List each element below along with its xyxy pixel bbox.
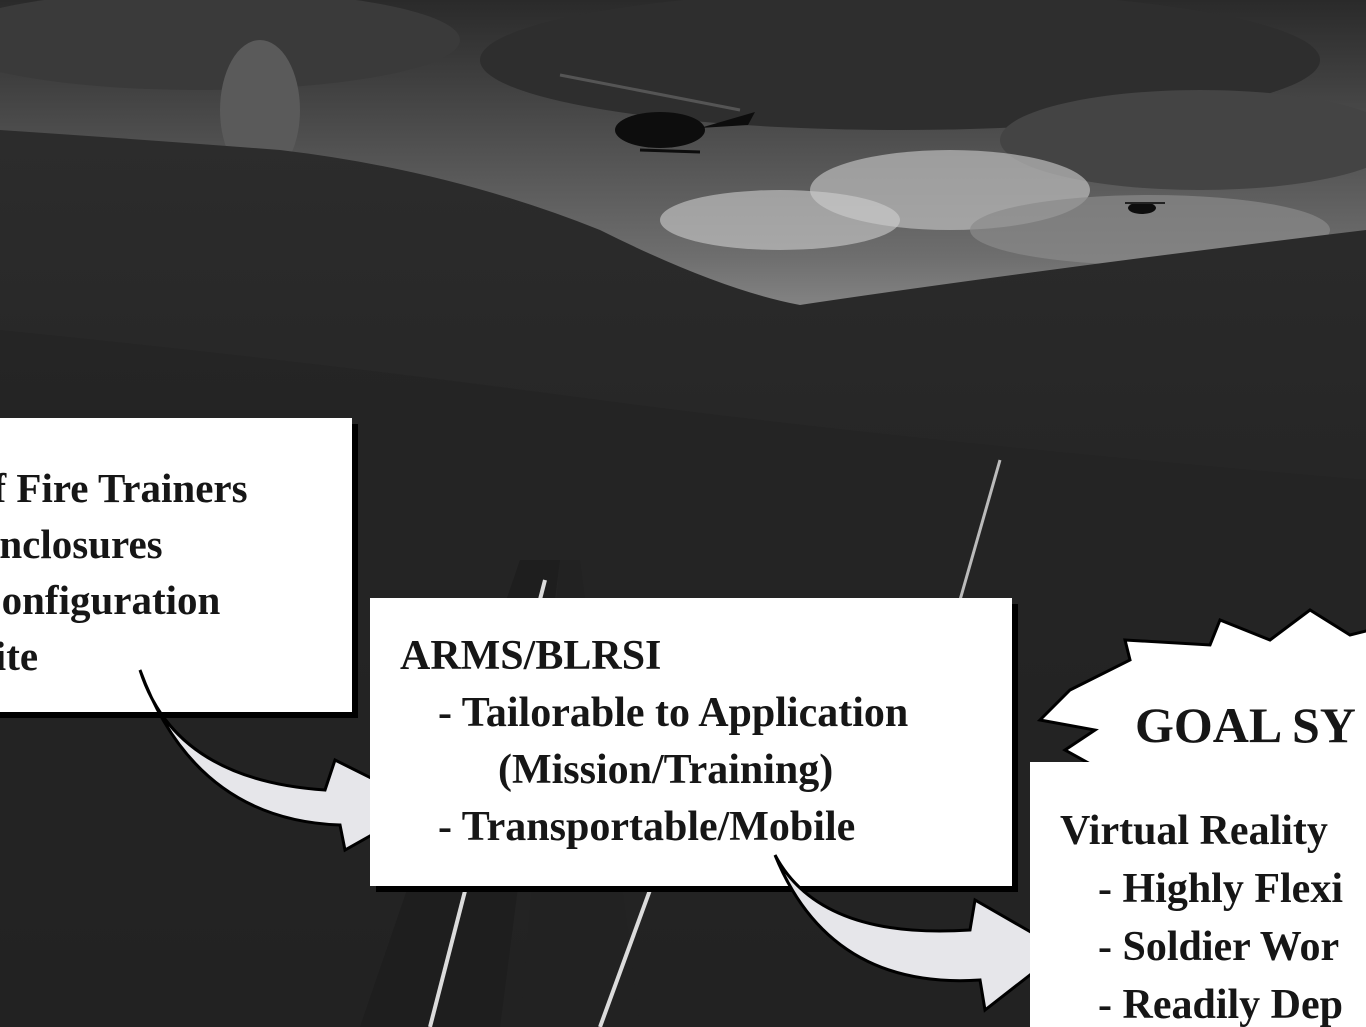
goal-burst-shape: [1036, 608, 1366, 777]
left-box-line-2: Enclosures: [0, 521, 163, 567]
right-box-item-1: - Highly Flexi: [1098, 866, 1343, 912]
left-text-box: of Fire Trainers Enclosures Configuratio…: [0, 418, 352, 712]
helicopter-icon: [559, 73, 755, 154]
left-box-line-1: of Fire Trainers: [0, 465, 248, 511]
right-box-item-2: - Soldier Wor: [1098, 924, 1340, 970]
left-box-line-3: Configuration: [0, 577, 221, 623]
helicopter-small-icon: [1125, 202, 1165, 214]
right-text-box: Virtual Reality - Highly Flexi - Soldier…: [1030, 762, 1366, 1027]
right-box-item-3: - Readily Dep: [1098, 982, 1343, 1027]
right-box-title: Virtual Reality: [1060, 808, 1328, 854]
middle-bullet-1: - Tailorable to Application: [438, 690, 909, 736]
arms-blrsi-title: ARMS/BLRSI: [400, 633, 662, 679]
middle-bullet-1-continued: (Mission/Training): [498, 747, 834, 793]
left-box-line-4: Site: [0, 633, 39, 679]
arrow-middle-to-right-icon: [773, 854, 1065, 1013]
goal-label: GOAL SY: [1135, 697, 1356, 753]
middle-bullet-2: - Transportable/Mobile: [438, 804, 856, 850]
middle-text-box: ARMS/BLRSI - Tailorable to Application (…: [370, 598, 1012, 886]
